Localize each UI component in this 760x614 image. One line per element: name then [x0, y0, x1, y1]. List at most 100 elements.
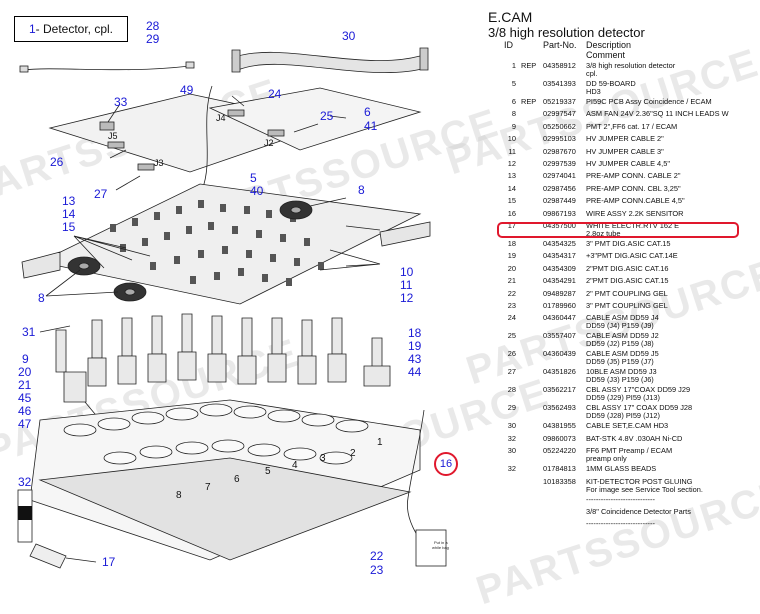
callout-21: 21 — [18, 378, 32, 392]
parts-row-comment: DD59 (J2) P159 (J8) — [586, 339, 654, 349]
callout-29: 29 — [146, 32, 160, 46]
parts-row-part-no: 09489287 — [543, 288, 576, 298]
parts-row-description: 3" PMT COUPLING GEL — [586, 301, 668, 310]
parts-row-description: ---------------------------- — [586, 519, 655, 529]
callout-19: 19 — [408, 339, 422, 353]
board-chips-drawing — [110, 200, 324, 286]
board-label-j3: J3 — [154, 158, 164, 168]
rtv-tube-drawing — [29, 543, 67, 569]
parts-row-part-no: 02987449 — [543, 196, 576, 206]
column-header-part-no: Part-No. — [543, 40, 577, 50]
parts-row-id: 13 — [507, 171, 516, 181]
callout-16-highlighted: 16 — [434, 452, 458, 476]
parts-row-description: PRE-AMP CONN.CABLE 4,5" — [586, 196, 685, 206]
exploded-view-drawing: Put in a while bag — [17, 47, 449, 569]
callout-27: 27 — [94, 187, 108, 201]
parts-row-comment: DD59 (J4) P159 (J9) — [586, 321, 654, 331]
fan-drawing — [67, 200, 313, 302]
parts-row-id: 1 — [511, 61, 516, 70]
board-label-j2: J2 — [264, 138, 274, 148]
callout-9: 9 — [22, 352, 29, 366]
parts-row-id: 26 — [507, 349, 516, 359]
parts-row-id: 6 — [511, 97, 516, 106]
callout-8-bottom: 8 — [38, 291, 45, 305]
parts-row-flag: REP — [521, 61, 537, 70]
parts-row-id: 30 — [507, 421, 516, 431]
parts-row-part-no: 05224220 — [543, 446, 576, 456]
crystal-number: 3 — [320, 453, 326, 464]
parts-row-id: 25 — [507, 331, 516, 341]
callout-46: 46 — [18, 404, 32, 418]
base-tray-drawing — [38, 457, 412, 561]
parts-row-part-no: 04351826 — [543, 367, 576, 377]
parts-row-description: PMT 2",FF6 cat. 17 / ECAM — [586, 121, 678, 131]
pmt-row-drawing — [55, 313, 391, 403]
parts-row-part-no: 09867193 — [543, 208, 576, 218]
callout-49: 49 — [180, 83, 194, 97]
callout-26: 26 — [50, 155, 64, 169]
parts-row-comment: DD59 (J3) P159 (J6) — [586, 375, 654, 385]
crystal-number: 2 — [350, 448, 356, 459]
parts-row-id: 16 — [507, 208, 516, 218]
parts-row-part-no: 03557407 — [543, 331, 576, 341]
crystal-number: 8 — [176, 490, 182, 501]
callout-20: 20 — [18, 365, 32, 379]
parts-row-description: ---------------------------- — [586, 494, 655, 504]
parts-row-description: 10BLE ASM DD59 J3 — [586, 367, 657, 377]
parts-row-description: 3" PMT DIG.ASIC CAT.15 — [586, 239, 671, 248]
parts-row-id: 14 — [507, 183, 516, 193]
callout-33: 33 — [114, 95, 128, 109]
parts-row-id: 18 — [507, 239, 516, 248]
column-header-comment: Comment — [586, 50, 626, 60]
parts-row-id: 29 — [507, 403, 516, 413]
callout-25: 25 — [320, 109, 334, 123]
parts-row-part-no: 04381955 — [543, 421, 576, 431]
parts-row-part-no: 03562217 — [543, 385, 576, 395]
parts-row-description: WIRE ASSY 2.2K SENSITOR — [586, 208, 684, 218]
parts-row-description: DD 59-BOARD — [586, 79, 636, 88]
callout-47: 47 — [18, 417, 32, 431]
parts-row-part-no: 04360439 — [543, 349, 576, 359]
parts-row-comment: HD3 — [586, 87, 601, 96]
parts-row-comment: 2,8oz tube — [586, 229, 621, 238]
parts-row-description: CBL ASSY 17"COAX DD59 J29 — [586, 385, 691, 395]
parts-row-description: WHITE ELECTR.RTV 162 E — [586, 221, 680, 230]
column-header-id: ID — [504, 40, 513, 50]
parts-row-description: PRE-AMP CONN. CBL 3,25" — [586, 183, 681, 193]
callout-44: 44 — [408, 365, 422, 379]
highlighted-row-outline — [497, 222, 739, 238]
parts-row-part-no: 04358912 — [543, 61, 576, 70]
crystal-number: 7 — [205, 482, 211, 493]
callout-17: 17 — [102, 555, 116, 569]
crystal-number: 6 — [234, 474, 240, 485]
detector-label-box: 1- Detector, cpl. — [14, 16, 128, 42]
detector-label-number: 1 — [28, 22, 36, 36]
parts-row-description: 2" PMT COUPLING GEL — [586, 288, 668, 298]
parts-row-part-no: 02987670 — [543, 146, 576, 156]
parts-row-comment: DD59 (J28) PI59 (J12) — [586, 411, 660, 421]
callout-24: 24 — [268, 87, 282, 101]
parts-row-description: +3"PMT DIG.ASIC CAT.14E — [586, 251, 678, 261]
parts-row-id: 11 — [508, 146, 516, 156]
svg-text:while bag: while bag — [432, 545, 449, 550]
callout-45: 45 — [18, 391, 32, 405]
parts-row-description: CABLE SET,E.CAM HD3 — [586, 421, 669, 431]
crystal-cylinders-drawing — [63, 403, 369, 497]
parts-row-id: 23 — [507, 301, 516, 310]
parts-row-part-no: 01789960 — [543, 301, 576, 310]
parts-row-description: CABLE ASM DD59 J5 — [586, 349, 659, 359]
parts-row-comment: cpl. — [586, 69, 598, 78]
board-label-j5: J5 — [108, 131, 118, 141]
parts-row-part-no: 09860073 — [543, 433, 576, 443]
dd59-board-drawing — [38, 183, 422, 305]
callout-22: 22 — [370, 549, 384, 563]
parts-row-id: 30 — [507, 446, 516, 456]
parts-row-part-no: 01784813 — [543, 464, 576, 474]
gel-pack-drawing — [415, 529, 447, 567]
callout-14: 14 — [62, 207, 76, 221]
callout-43: 43 — [408, 352, 422, 366]
coax-cable-drawing — [21, 65, 191, 71]
parts-row-part-no: 04354309 — [543, 263, 576, 273]
callout-5: 5 — [250, 171, 257, 185]
crystal-number: 4 — [292, 460, 298, 471]
